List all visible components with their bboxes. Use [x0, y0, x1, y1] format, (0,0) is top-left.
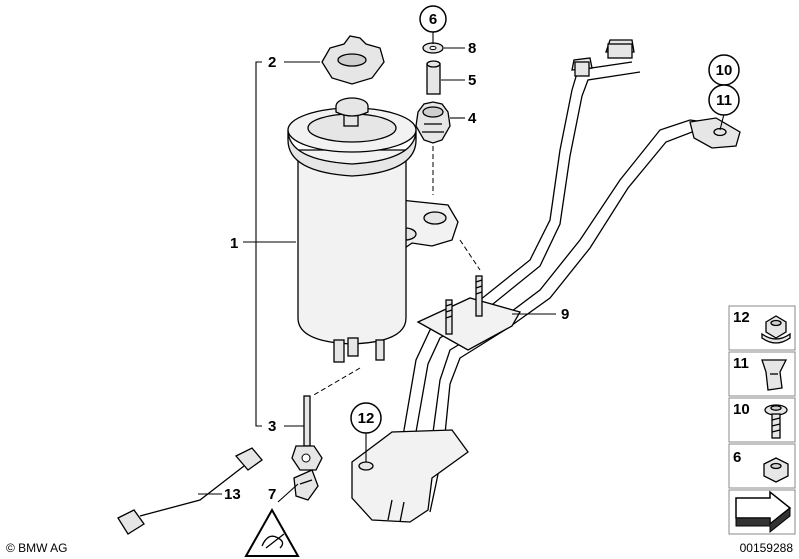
callout-2: 2 [268, 54, 276, 71]
legend-row-arrow [728, 489, 796, 535]
hex-nut-icon [763, 457, 789, 483]
warning-triangle-icon [244, 507, 300, 557]
diagram-number: 00159288 [740, 541, 794, 555]
clip-part [293, 469, 319, 501]
callout-8: 8 [468, 40, 476, 57]
spring-nut-icon [761, 359, 788, 391]
reservoir-tank [287, 107, 459, 363]
cable-part [117, 447, 263, 535]
rubber-mount-stack [415, 42, 451, 195]
reservoir-cap [321, 35, 385, 127]
direction-arrow-icon [735, 490, 792, 534]
legend-num-10: 10 [733, 401, 750, 418]
collar-nut-icon [761, 315, 791, 344]
callout-6: 6 [429, 11, 437, 28]
legend-row-10: 10 [728, 397, 796, 443]
callout-10: 10 [716, 62, 733, 79]
callout-12: 12 [358, 410, 375, 427]
legend-num-12: 12 [733, 309, 750, 326]
callout-4: 4 [468, 110, 477, 127]
legend-num-11: 11 [733, 355, 749, 372]
level-sensor [291, 367, 361, 471]
callout-11-circle: 11 [708, 84, 740, 116]
legend-num-6: 6 [733, 449, 741, 466]
callout-10-circle: 10 [708, 54, 740, 86]
callout-5: 5 [468, 72, 476, 89]
legend-row-12: 12 [728, 305, 796, 351]
callout-3: 3 [268, 418, 276, 435]
torx-screw-icon [764, 404, 788, 439]
callout-1: 1 [230, 235, 238, 252]
hydraulic-pipe-assembly [351, 39, 741, 523]
callout-labels: 1 2 3 5 4 8 9 13 7 6 10 11 12 [224, 5, 740, 503]
callout-9: 9 [561, 306, 569, 323]
legend-row-11: 11 [728, 351, 796, 397]
leader-lines [198, 32, 725, 503]
hardware-legend: 12 11 10 [728, 305, 796, 535]
legend-row-6: 6 [728, 443, 796, 489]
callout-7: 7 [268, 486, 276, 503]
callout-11: 11 [716, 92, 732, 109]
callout-6-circle: 6 [419, 5, 447, 33]
callout-13: 13 [224, 486, 241, 503]
callout-12-circle: 12 [350, 402, 382, 434]
copyright-text: © BMW AG [6, 541, 68, 555]
